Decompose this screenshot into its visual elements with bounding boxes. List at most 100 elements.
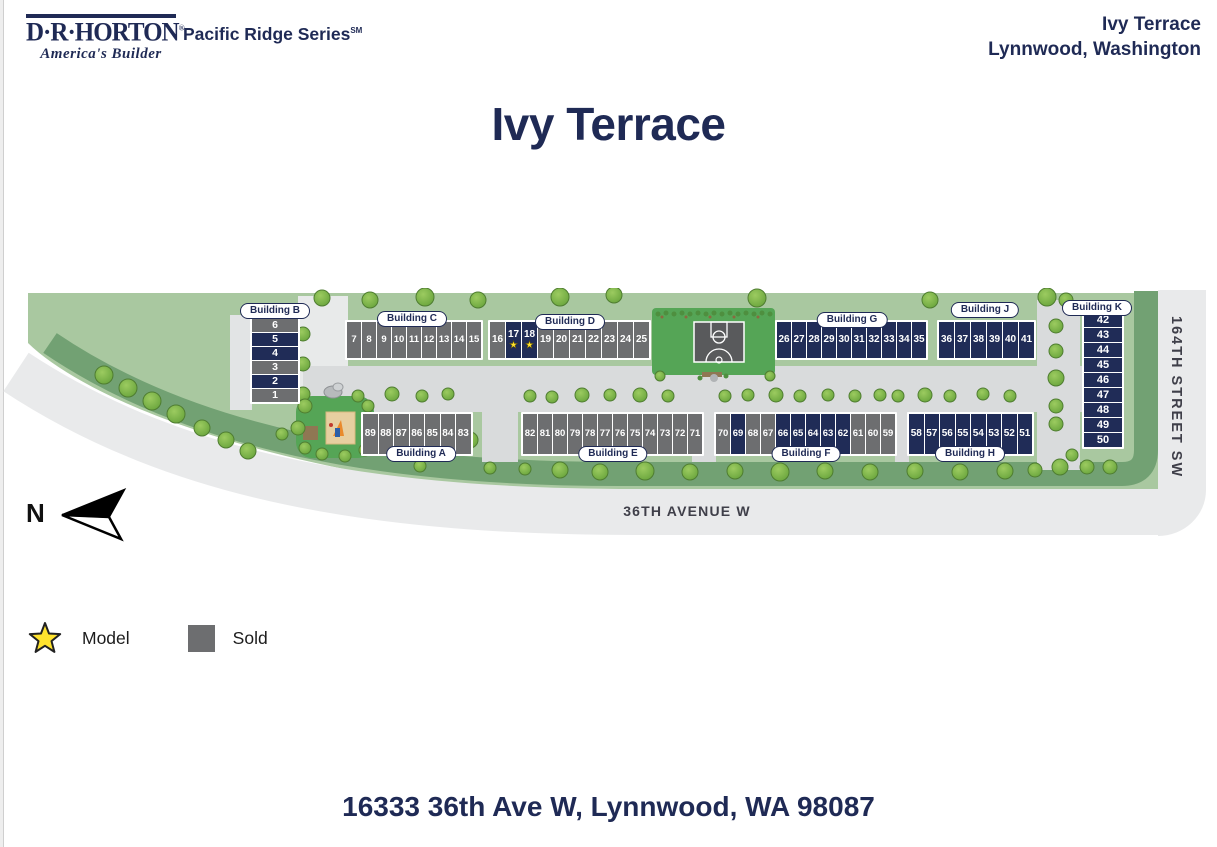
unit-34: 34 <box>897 322 911 358</box>
unit-85: 85 <box>425 414 440 454</box>
unit-76: 76 <box>613 414 627 454</box>
unit-44: 44 <box>1084 343 1122 357</box>
brand-name: D·R·HORTON <box>26 18 180 47</box>
unit-63: 63 <box>821 414 835 454</box>
unit-6: 6 <box>252 319 298 332</box>
unit-16: 16 <box>490 322 505 358</box>
service-mark: SM <box>350 26 363 36</box>
building-g-label: Building G <box>816 312 888 328</box>
community-name-block: Ivy Terrace Lynnwood, Washington <box>988 12 1201 62</box>
unit-32: 32 <box>867 322 881 358</box>
unit-33: 33 <box>882 322 896 358</box>
building-j-label: Building J <box>950 302 1020 318</box>
series-text: Pacific Ridge Series <box>183 24 351 44</box>
unit-35: 35 <box>912 322 926 358</box>
unit-48: 48 <box>1084 403 1122 417</box>
unit-24: 24 <box>618 322 633 358</box>
unit-52: 52 <box>1002 414 1017 454</box>
unit-45: 45 <box>1084 358 1122 372</box>
community-name: Ivy Terrace <box>1102 14 1201 35</box>
building-a-label: Building A <box>386 446 456 462</box>
unit-22: 22 <box>586 322 601 358</box>
unit-20: 20 <box>554 322 569 358</box>
unit-87: 87 <box>394 414 409 454</box>
unit-81: 81 <box>538 414 552 454</box>
unit-53: 53 <box>986 414 1001 454</box>
unit-10: 10 <box>392 322 406 358</box>
unit-25: 25 <box>634 322 649 358</box>
unit-30: 30 <box>837 322 851 358</box>
unit-15: 15 <box>467 322 481 358</box>
unit-8: 8 <box>362 322 376 358</box>
unit-73: 73 <box>658 414 672 454</box>
unit-41: 41 <box>1019 322 1034 358</box>
unit-14: 14 <box>452 322 466 358</box>
unit-42: 42 <box>1084 313 1122 327</box>
unit-86: 86 <box>409 414 424 454</box>
unit-39: 39 <box>987 322 1002 358</box>
unit-19: 19 <box>538 322 553 358</box>
series-name: Pacific Ridge SeriesSM <box>183 24 362 45</box>
unit-7: 7 <box>347 322 361 358</box>
legend-sold-label: Sold <box>232 627 268 648</box>
unit-40: 40 <box>1003 322 1018 358</box>
unit-74: 74 <box>643 414 657 454</box>
north-indicator: N <box>26 488 127 542</box>
unit-37: 37 <box>955 322 970 358</box>
unit-17: 17★ <box>506 322 521 358</box>
logo-brand-text: D·R·HORTON® <box>26 18 185 47</box>
unit-50: 50 <box>1084 433 1122 447</box>
unit-11: 11 <box>407 322 421 358</box>
unit-75: 75 <box>628 414 642 454</box>
unit-5: 5 <box>252 333 298 346</box>
page-edge-line <box>0 0 4 847</box>
unit-69: 69 <box>731 414 745 454</box>
unit-83: 83 <box>456 414 471 454</box>
unit-3: 3 <box>252 361 298 374</box>
unit-60: 60 <box>866 414 880 454</box>
unit-9: 9 <box>377 322 391 358</box>
unit-26: 26 <box>777 322 791 358</box>
community-address: 16333 36th Ave W, Lynnwood, WA 98087 <box>342 791 875 822</box>
sold-swatch <box>187 624 215 652</box>
model-star-icon: ★ <box>509 339 518 351</box>
site-map: Building B Building C Building D Buildin… <box>0 288 1217 588</box>
unit-51: 51 <box>1017 414 1032 454</box>
unit-13: 13 <box>437 322 451 358</box>
unit-66: 66 <box>776 414 790 454</box>
unit-28: 28 <box>807 322 821 358</box>
unit-89: 89 <box>363 414 378 454</box>
unit-21: 21 <box>570 322 585 358</box>
unit-84: 84 <box>440 414 455 454</box>
playground <box>296 382 374 458</box>
unit-43: 43 <box>1084 328 1122 342</box>
basketball-court <box>652 308 775 382</box>
unit-36: 36 <box>939 322 954 358</box>
unit-47: 47 <box>1084 388 1122 402</box>
unit-49: 49 <box>1084 418 1122 432</box>
logo-tagline: America's Builder <box>40 46 162 63</box>
unit-68: 68 <box>746 414 760 454</box>
unit-59: 59 <box>881 414 895 454</box>
unit-54: 54 <box>971 414 986 454</box>
unit-31: 31 <box>852 322 866 358</box>
building-d-label: Building D <box>535 314 605 330</box>
unit-55: 55 <box>955 414 970 454</box>
unit-29: 29 <box>822 322 836 358</box>
building-e-label: Building E <box>578 446 648 462</box>
unit-27: 27 <box>792 322 806 358</box>
unit-79: 79 <box>568 414 582 454</box>
unit-4: 4 <box>252 347 298 360</box>
page-title: Ivy Terrace <box>491 98 726 150</box>
north-arrow-icon <box>61 488 127 542</box>
unit-61: 61 <box>851 414 865 454</box>
drhorton-logo: D·R·HORTON® America's Builder <box>26 14 185 63</box>
unit-46: 46 <box>1084 373 1122 387</box>
building-c-label: Building C <box>377 311 447 327</box>
legend-item-sold: Sold <box>187 624 268 652</box>
star-icon <box>28 622 62 653</box>
